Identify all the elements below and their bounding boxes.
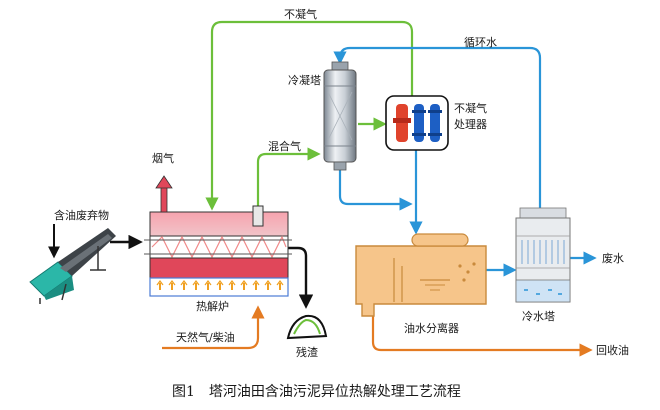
label-oily-waste: 含油废弃物 [54,208,109,222]
circulating-water-line [333,46,542,210]
label-flue-gas: 烟气 [152,151,174,165]
recovered-oil-line [371,316,593,357]
label-recovered-oil: 回收油 [596,343,629,357]
furnace-outlet-nozzle [252,205,264,227]
nc-gas-return-line [205,20,414,211]
label-mixed-gas: 混合气 [268,139,301,153]
label-circulating-water: 循环水 [464,36,497,49]
mixed-gas-line [256,147,321,210]
label-nc-processor-line1: 不凝气 [454,101,487,115]
label-nc-processor-line2: 处理器 [454,118,487,131]
label-cooling-tower: 冷水塔 [522,310,555,323]
label-waste-water: 废水 [602,251,624,265]
fuel-line [162,305,265,350]
nc-gas-processor [385,95,449,151]
cooling-tower [515,207,571,303]
burner-flame-icons [156,280,284,290]
conveyor-feeder [29,228,116,304]
label-pyrolysis-furnace: 热解炉 [196,299,229,313]
flue-gas-chimney-icon [155,175,173,213]
condensate-to-separator-line [338,168,413,211]
label-nc-gas-top: 不凝气 [284,7,317,21]
label-natural-gas-diesel: 天然气/柴油 [176,330,235,344]
residue-line [284,246,314,309]
oil-water-separator [355,233,487,317]
condenser-column [323,61,357,171]
figure-caption: 图1 塔河油田含油污泥异位热解处理工艺流程 [172,384,461,400]
label-residue: 残渣 [296,345,318,359]
label-condenser: 冷凝塔 [288,73,321,87]
label-oil-water-separator: 油水分离器 [404,321,459,335]
residue-heap [286,314,328,340]
